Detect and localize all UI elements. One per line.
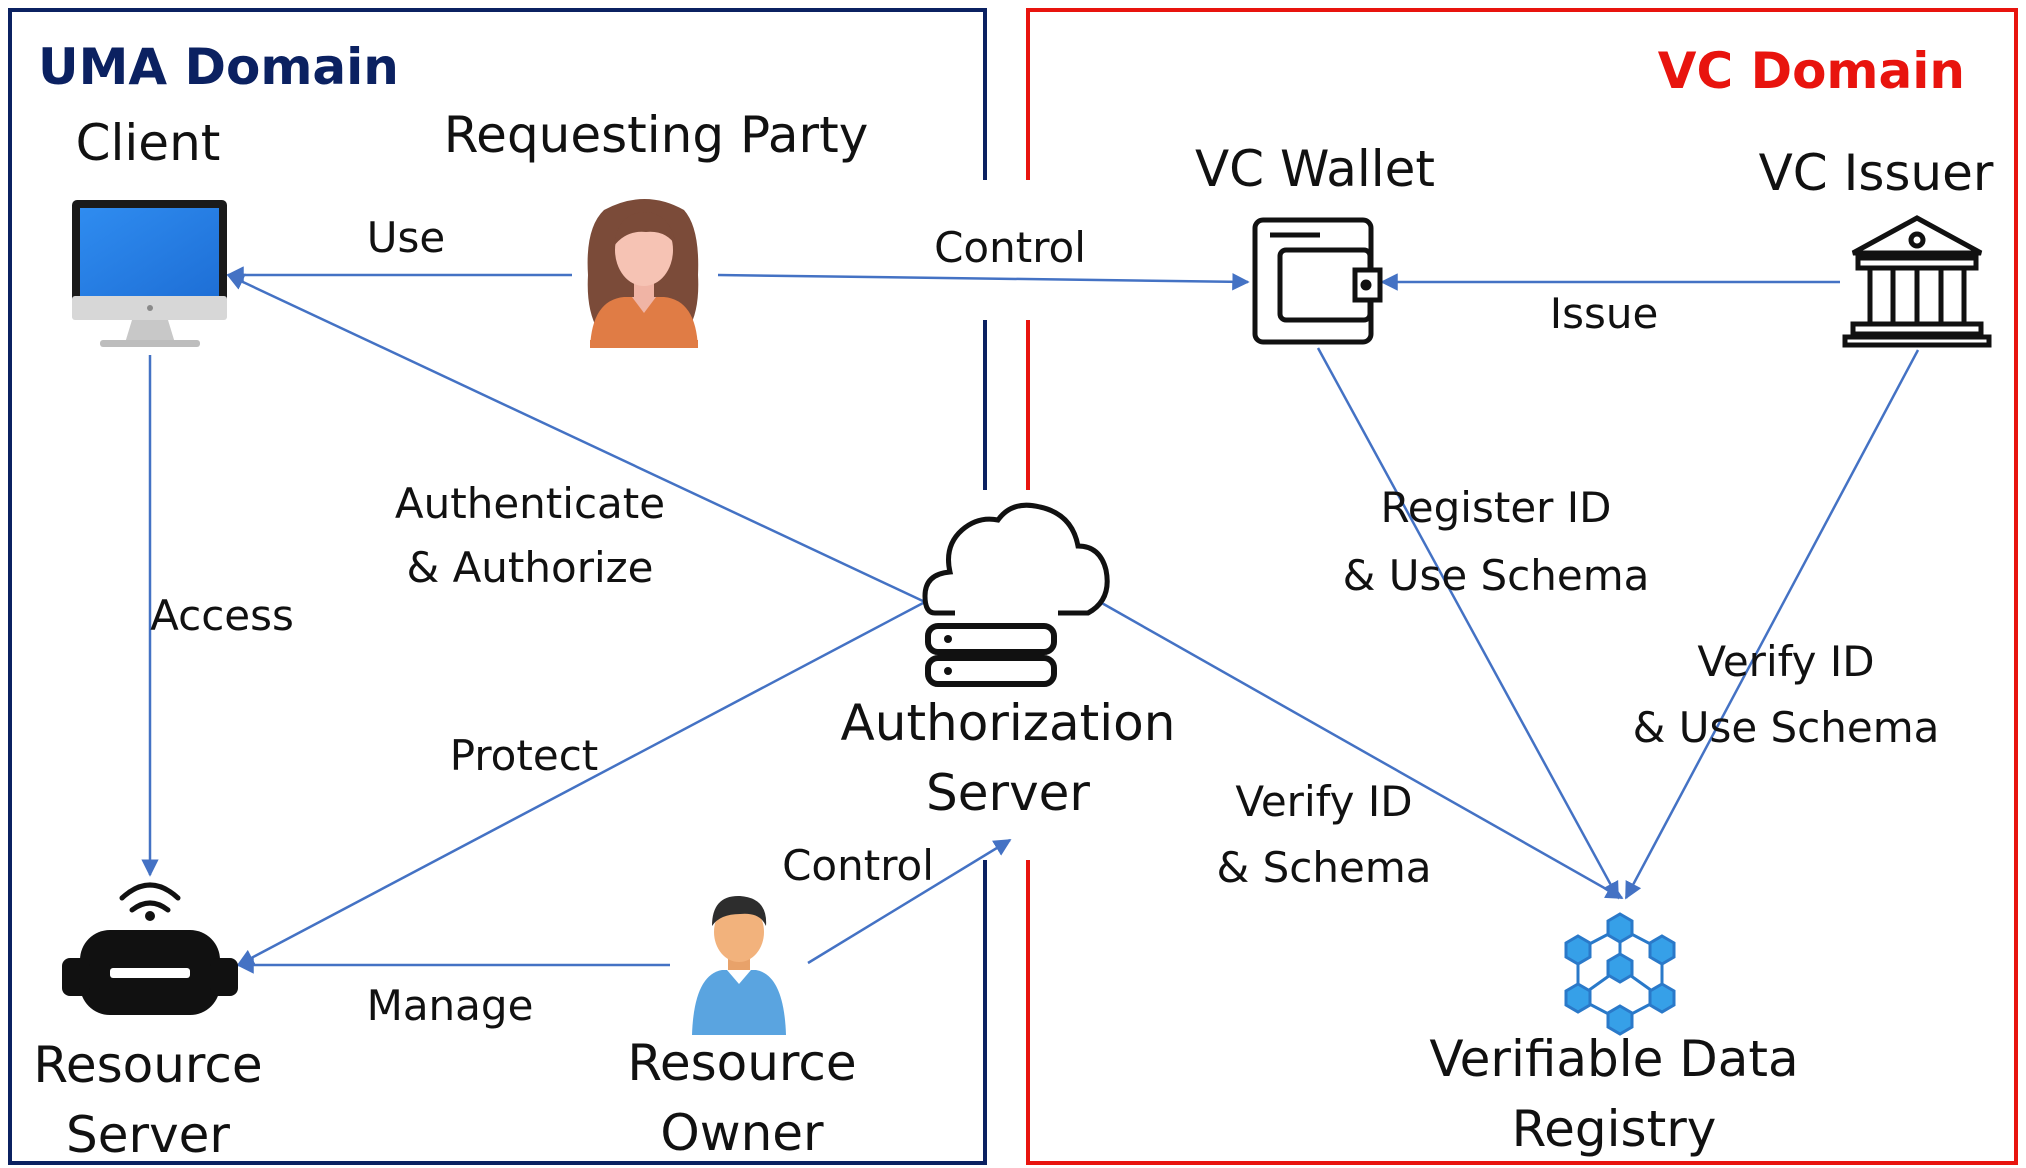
resource-owner-label-line2: Owner — [660, 1104, 824, 1162]
access-label: Access — [150, 591, 294, 640]
use-label: Use — [367, 213, 445, 262]
vr-headset-icon — [62, 882, 238, 1015]
authenticate-label-line2: & Authorize — [406, 543, 653, 592]
protect-arrow — [236, 600, 926, 967]
uma-domain-frame — [8, 8, 987, 1165]
register-arrow — [1316, 347, 1620, 900]
client-label: Client — [76, 114, 221, 172]
bank-icon — [1842, 215, 1992, 348]
verify-issuer-label-line2: & Use Schema — [1633, 703, 1940, 752]
resource-owner-label-line1: Resource — [627, 1034, 856, 1092]
wallet-icon — [1252, 217, 1383, 345]
resource-server-label-line1: Resource — [33, 1036, 262, 1094]
control-top-arrow — [717, 273, 1250, 291]
register-label-line1: Register ID — [1381, 483, 1612, 532]
protect-label: Protect — [450, 731, 599, 780]
control-bottom-arrow — [807, 838, 1012, 965]
authenticate-label-line1: Authenticate — [395, 479, 665, 528]
resource-owner-icon — [692, 895, 786, 1035]
control-bottom-label: Control — [782, 841, 934, 890]
resource-server-label-line2: Server — [66, 1106, 230, 1164]
verify-as-label-line2: & Schema — [1217, 843, 1432, 892]
authorization-server-label-line1: Authorization — [841, 694, 1176, 752]
monitor-icon — [72, 200, 227, 347]
hex-network-icon — [1564, 912, 1676, 1036]
verify-issuer-label-line1: Verify ID — [1697, 637, 1874, 686]
vc-issuer-label: VC Issuer — [1759, 144, 1994, 202]
arrows — [141, 266, 1920, 974]
verify-as-arrow — [1099, 600, 1624, 900]
manage-label: Manage — [367, 981, 534, 1030]
authorization-server-label-line2: Server — [926, 764, 1090, 822]
cloud-server-icon — [922, 502, 1110, 687]
vc-domain-title: VC Domain — [1658, 42, 1965, 100]
registry-label-line2: Registry — [1512, 1100, 1717, 1158]
uma-domain-title: UMA Domain — [38, 38, 399, 96]
requesting-party-icon — [587, 199, 699, 348]
issue-label: Issue — [1550, 289, 1659, 338]
register-label-line2: & Use Schema — [1343, 551, 1650, 600]
vc-domain-frame — [1026, 8, 2018, 1165]
verify-as-label-line1: Verify ID — [1235, 777, 1412, 826]
authenticate-arrow — [226, 273, 926, 604]
control-top-label: Control — [934, 223, 1086, 272]
vc-wallet-label: VC Wallet — [1195, 140, 1435, 198]
requesting-party-label: Requesting Party — [444, 106, 869, 164]
registry-label-line1: Verifiable Data — [1429, 1030, 1798, 1088]
verify-issuer-arrow — [1624, 349, 1920, 900]
